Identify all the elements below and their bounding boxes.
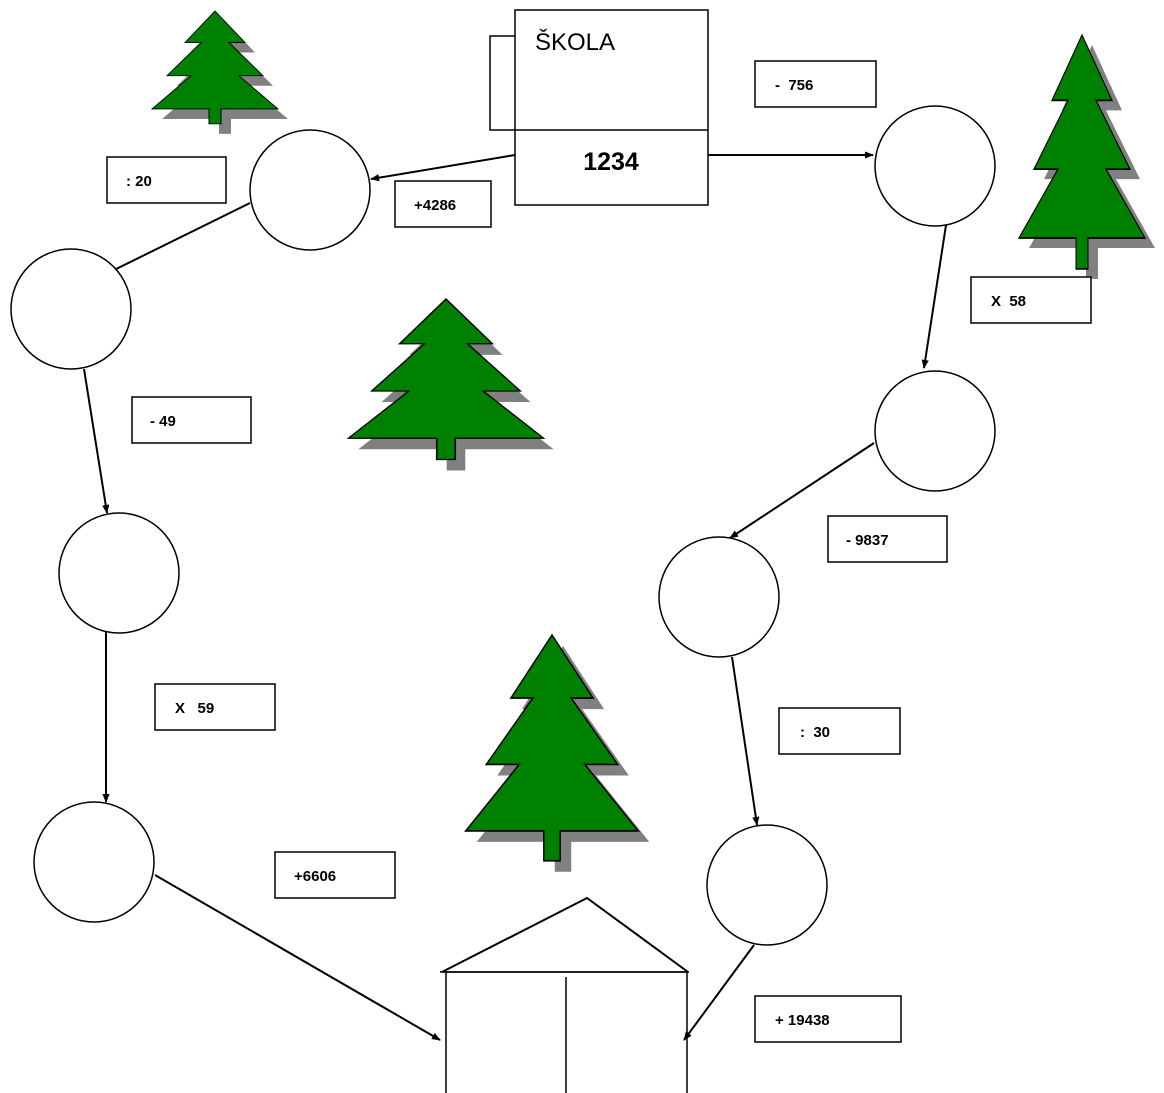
op-box-times-59: X 59 <box>154 683 276 731</box>
school-building: ŠKOLA 1234 <box>489 9 709 206</box>
op-box-times-58: X 58 <box>970 276 1092 324</box>
op-label-minus-49: - 49 <box>150 413 176 430</box>
answer-circle-r3[interactable] <box>658 536 780 658</box>
op-label-times-58: X 58 <box>991 293 1026 310</box>
op-box-div-20: : 20 <box>106 156 227 204</box>
op-label-plus-19438: + 19438 <box>775 1012 830 1029</box>
op-label-plus-4286: +4286 <box>414 197 456 214</box>
op-label-div-20: : 20 <box>126 173 152 190</box>
answer-circle-l1[interactable] <box>249 129 371 251</box>
tree-bottom <box>464 634 650 872</box>
op-box-minus-9837: - 9837 <box>827 515 948 563</box>
answer-circle-l2[interactable] <box>10 248 132 370</box>
op-label-times-59: X 59 <box>175 700 214 717</box>
answer-circle-l4[interactable] <box>33 801 155 923</box>
op-box-plus-4286: +4286 <box>394 180 492 228</box>
op-label-minus-9837: - 9837 <box>846 532 889 549</box>
start-number: 1234 <box>583 148 639 176</box>
school-main <box>514 9 709 206</box>
op-box-plus-19438: + 19438 <box>754 995 902 1043</box>
answer-circle-r4[interactable] <box>706 824 828 946</box>
op-label-plus-6606: +6606 <box>294 868 336 885</box>
answer-circles <box>10 105 996 946</box>
answer-circle-l3[interactable] <box>58 512 180 634</box>
answer-circle-r2[interactable] <box>874 370 996 492</box>
op-box-minus-49: - 49 <box>131 396 252 444</box>
op-box-minus-756: - 756 <box>754 60 877 108</box>
op-label-div-30: : 30 <box>800 724 830 741</box>
tree-top-right <box>1018 34 1155 279</box>
operation-boxes: - 756 X 58 - 9837 : 30 + 19438 +4286 : 2… <box>106 60 1092 1043</box>
house-destination <box>440 896 689 1093</box>
path-arrows <box>83 151 947 1041</box>
answer-circle-r1[interactable] <box>874 105 996 227</box>
op-box-div-30: : 30 <box>778 707 901 755</box>
tree-middle <box>347 298 554 471</box>
school-label: ŠKOLA <box>535 28 615 56</box>
tree-top-left <box>151 10 288 134</box>
op-box-plus-6606: +6606 <box>274 851 396 899</box>
op-label-minus-756: - 756 <box>775 77 813 94</box>
